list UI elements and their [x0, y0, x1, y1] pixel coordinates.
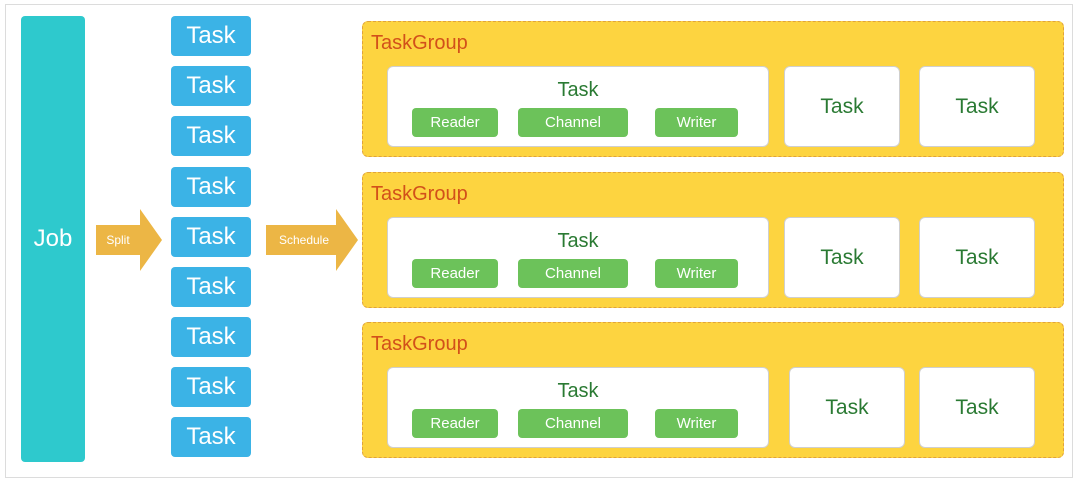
task-box: Task: [171, 116, 251, 156]
channel-chip: Channel: [518, 259, 628, 288]
task-box: Task: [171, 317, 251, 357]
schedule-arrow: Schedule: [266, 209, 358, 271]
task-label: Task: [186, 273, 236, 300]
reader-chip: Reader: [412, 259, 498, 288]
schedule-arrow-shape: [266, 209, 358, 271]
task-box: Task: [171, 16, 251, 56]
task-box: Task: [171, 367, 251, 407]
writer-label: Writer: [676, 415, 717, 432]
channel-chip: Channel: [518, 409, 628, 438]
taskgroup-task: Task: [919, 217, 1035, 298]
reader-label: Reader: [430, 265, 480, 282]
task-label: Task: [186, 72, 236, 99]
job-box: Job: [21, 16, 85, 462]
task-label: Task: [825, 395, 869, 419]
channel-label: Channel: [545, 114, 601, 131]
writer-chip: Writer: [655, 259, 738, 288]
task-label: Task: [186, 373, 236, 400]
split-label: Split: [106, 233, 130, 247]
taskgroup-task: Task: [919, 367, 1035, 448]
schedule-label: Schedule: [278, 233, 330, 247]
taskgroup-2: TaskGroup Task Reader Channel Writer Tas…: [362, 172, 1064, 308]
channel-label: Channel: [545, 265, 601, 282]
reader-chip: Reader: [412, 409, 498, 438]
task-label: Task: [186, 323, 236, 350]
taskgroup-main-task: Task Reader Channel Writer: [387, 66, 769, 147]
taskgroup-title: TaskGroup: [371, 333, 468, 355]
task-box: Task: [171, 267, 251, 307]
job-label: Job: [33, 225, 73, 252]
main-task-label: Task: [557, 380, 599, 402]
task-label: Task: [820, 245, 864, 269]
writer-chip: Writer: [655, 108, 738, 137]
task-label: Task: [955, 395, 999, 419]
taskgroup-title: TaskGroup: [371, 32, 468, 54]
taskgroup-1: TaskGroup Task Reader Channel Writer Tas…: [362, 21, 1064, 157]
split-arrow-shape: [96, 209, 162, 271]
taskgroup-main-task: Task Reader Channel Writer: [387, 217, 769, 298]
channel-chip: Channel: [518, 108, 628, 137]
task-box: Task: [171, 417, 251, 457]
channel-label: Channel: [545, 415, 601, 432]
task-label: Task: [186, 423, 236, 450]
task-label: Task: [955, 245, 999, 269]
main-task-label: Task: [557, 230, 599, 252]
task-box: Task: [171, 66, 251, 106]
task-label: Task: [186, 22, 236, 49]
writer-label: Writer: [676, 265, 717, 282]
writer-label: Writer: [676, 114, 717, 131]
task-box: Task: [171, 217, 251, 257]
taskgroup-title: TaskGroup: [371, 183, 468, 205]
task-label: Task: [820, 94, 864, 118]
taskgroup-task: Task: [784, 66, 900, 147]
reader-label: Reader: [430, 415, 480, 432]
reader-chip: Reader: [412, 108, 498, 137]
task-label: Task: [955, 94, 999, 118]
taskgroup-main-task: Task Reader Channel Writer: [387, 367, 769, 448]
task-label: Task: [186, 173, 236, 200]
taskgroup-task: Task: [919, 66, 1035, 147]
task-label: Task: [186, 223, 236, 250]
taskgroup-task: Task: [784, 217, 900, 298]
writer-chip: Writer: [655, 409, 738, 438]
main-task-label: Task: [557, 79, 599, 101]
reader-label: Reader: [430, 114, 480, 131]
task-box: Task: [171, 167, 251, 207]
task-label: Task: [186, 122, 236, 149]
split-arrow: Split: [96, 209, 162, 271]
taskgroup-task: Task: [789, 367, 905, 448]
taskgroup-3: TaskGroup Task Reader Channel Writer Tas…: [362, 322, 1064, 458]
